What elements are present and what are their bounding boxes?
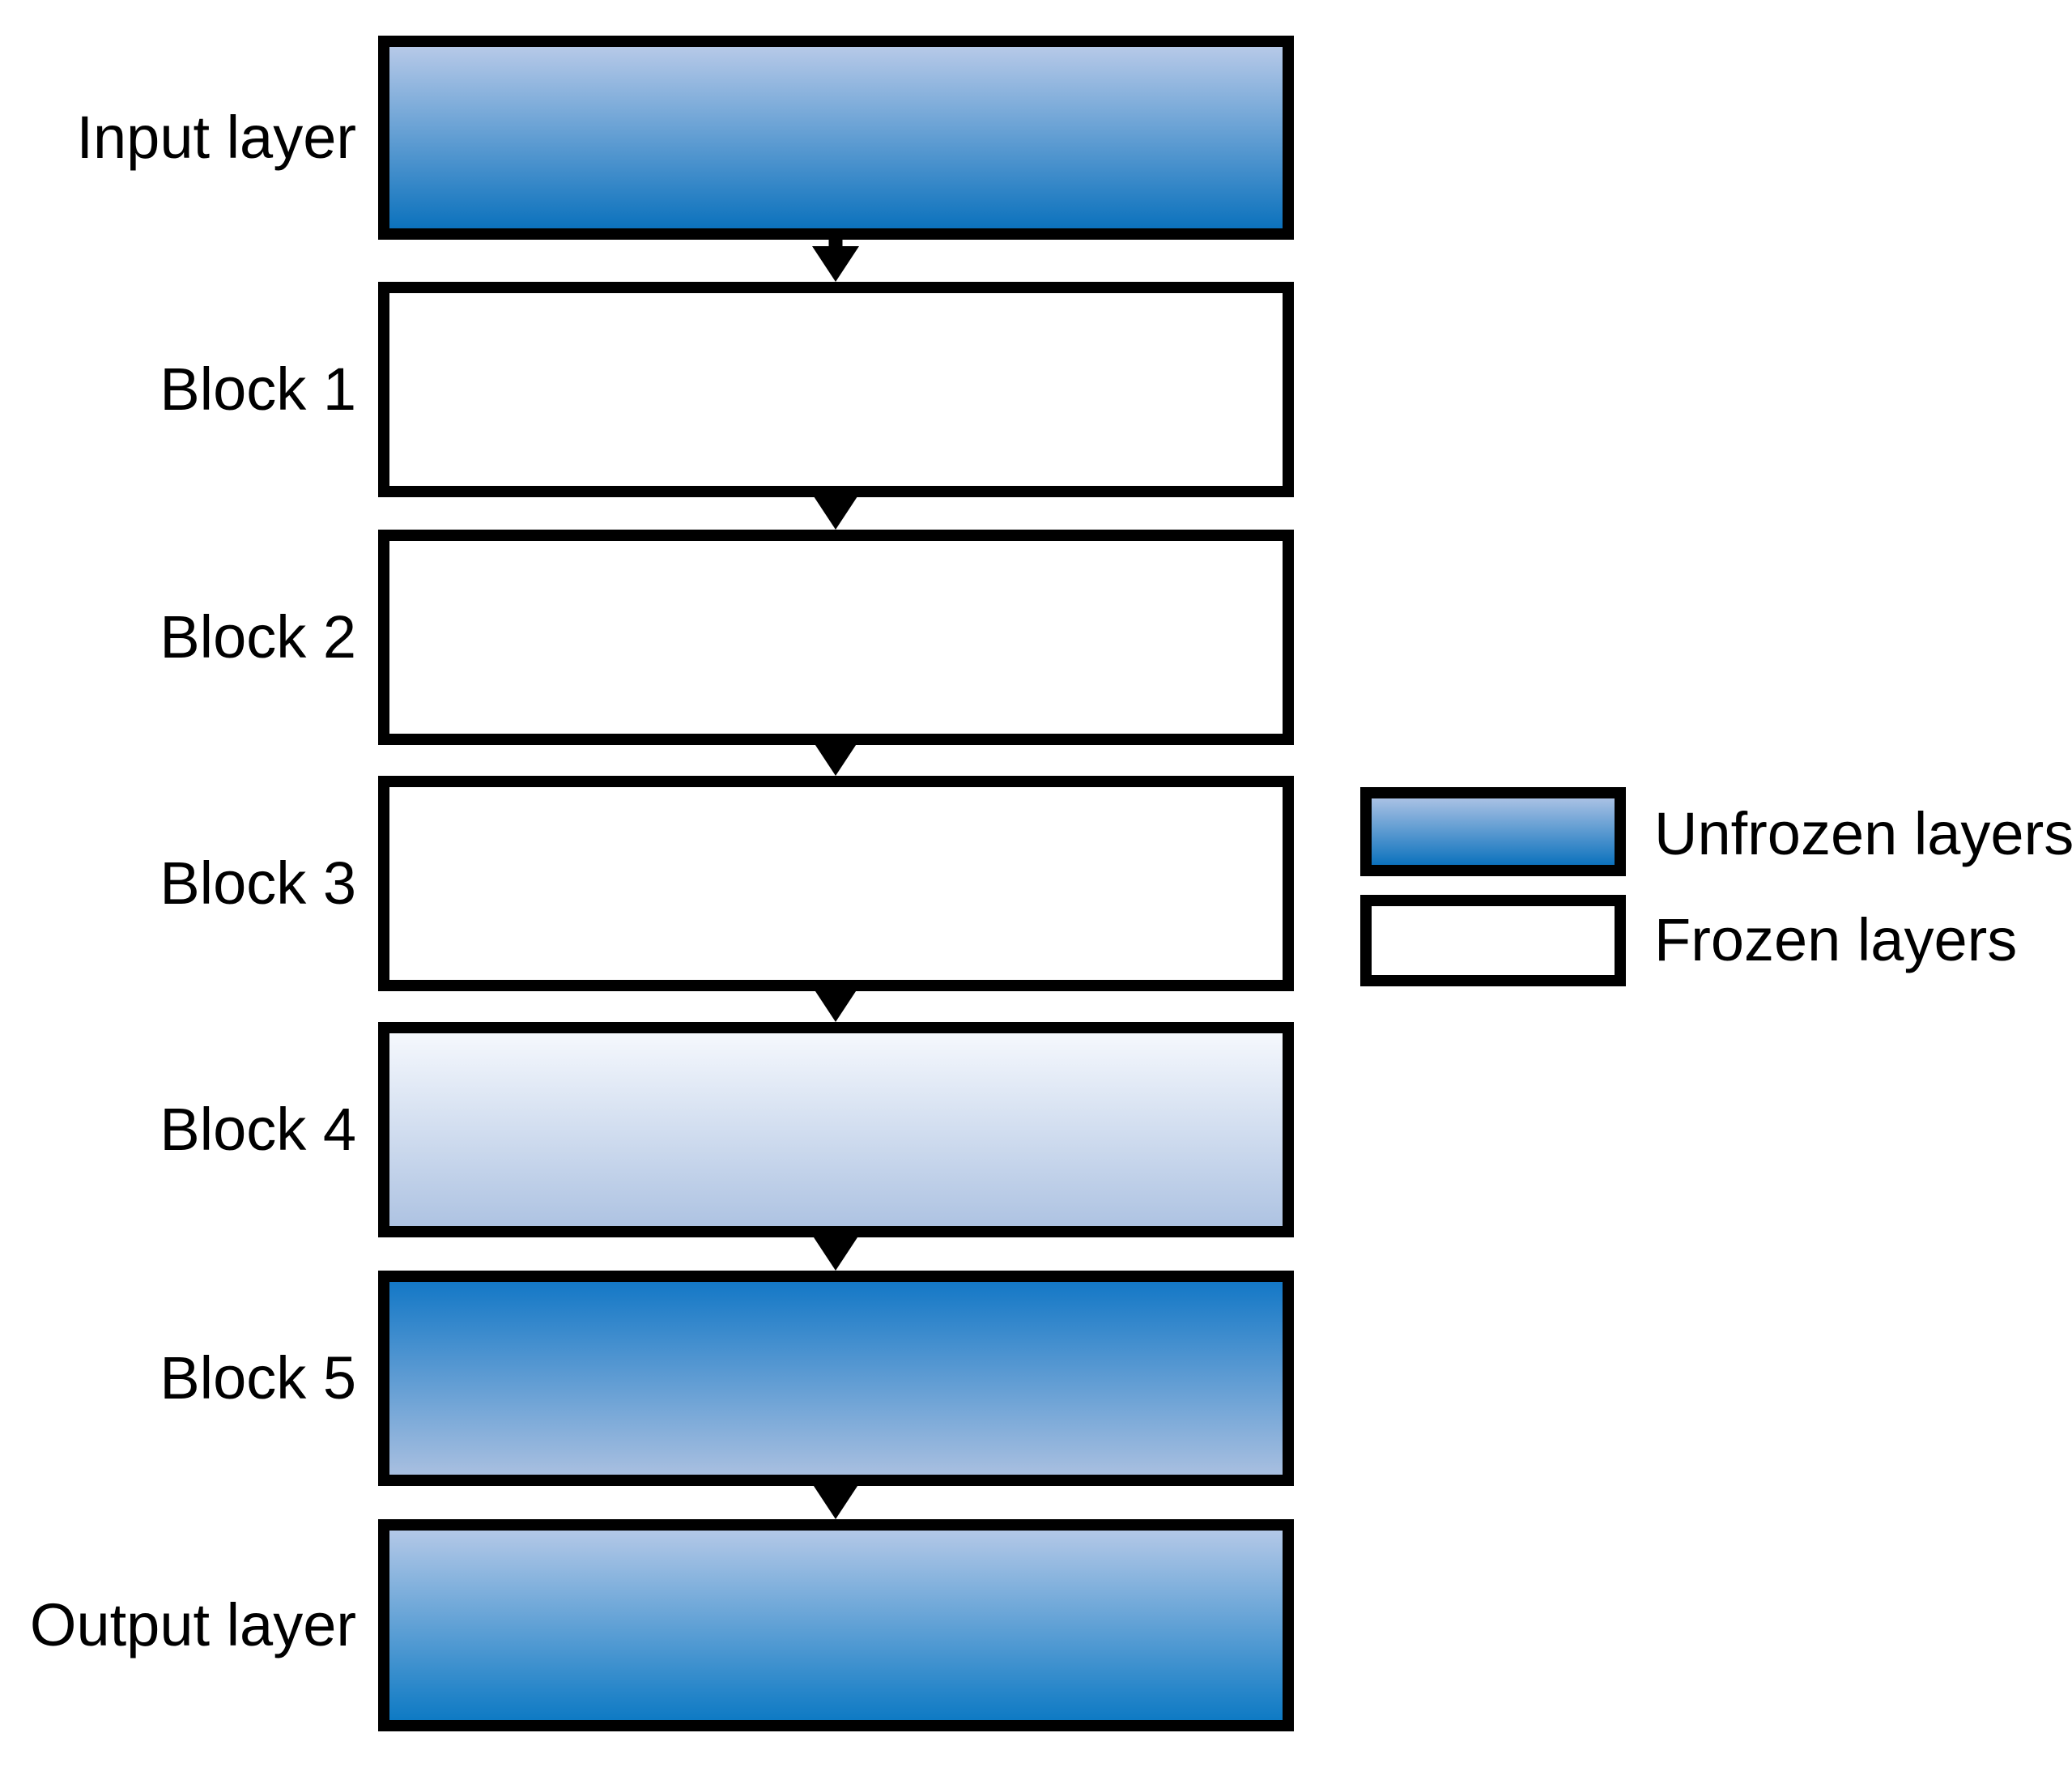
connector-arrow-block2-to-block3	[811, 740, 860, 776]
legend-label-legend-frozen: Frozen layers	[1654, 906, 2018, 973]
flow-node-block-4	[378, 1022, 1294, 1237]
arrow-head-icon	[812, 246, 859, 282]
arrow-head-icon	[812, 1484, 859, 1519]
flow-node-input-layer	[378, 36, 1294, 240]
flow-node-label-block-2: Block 2	[160, 603, 356, 671]
connector-arrow-input-to-block1	[811, 240, 860, 282]
arrow-head-icon	[812, 1235, 859, 1271]
flow-node-block-3	[378, 776, 1294, 991]
flow-node-label-block-1: Block 1	[160, 356, 356, 423]
flow-node-label-block-4: Block 4	[160, 1096, 356, 1163]
flow-node-block-1	[378, 282, 1294, 497]
flow-node-block-2	[378, 530, 1294, 745]
flow-node-label-output-layer: Output layer	[29, 1591, 356, 1658]
connector-arrow-block5-to-output	[811, 1484, 860, 1519]
legend-label-legend-unfrozen: Unfrozen layers	[1654, 800, 2072, 867]
flow-node-label-input-layer: Input layer	[76, 104, 356, 171]
legend-swatch-legend-unfrozen	[1360, 787, 1626, 876]
connector-arrow-block1-to-block2	[811, 494, 860, 530]
connector-arrow-block3-to-block4	[811, 986, 860, 1022]
flow-node-label-block-3: Block 3	[160, 849, 356, 917]
flow-node-output-layer	[378, 1519, 1294, 1731]
flow-node-label-block-5: Block 5	[160, 1344, 356, 1411]
flow-node-block-5	[378, 1271, 1294, 1486]
legend-swatch-legend-frozen	[1360, 895, 1626, 986]
arrow-head-icon	[812, 740, 859, 776]
arrow-head-icon	[812, 986, 859, 1022]
connector-arrow-block4-to-block5	[811, 1235, 860, 1271]
arrow-head-icon	[812, 494, 859, 530]
